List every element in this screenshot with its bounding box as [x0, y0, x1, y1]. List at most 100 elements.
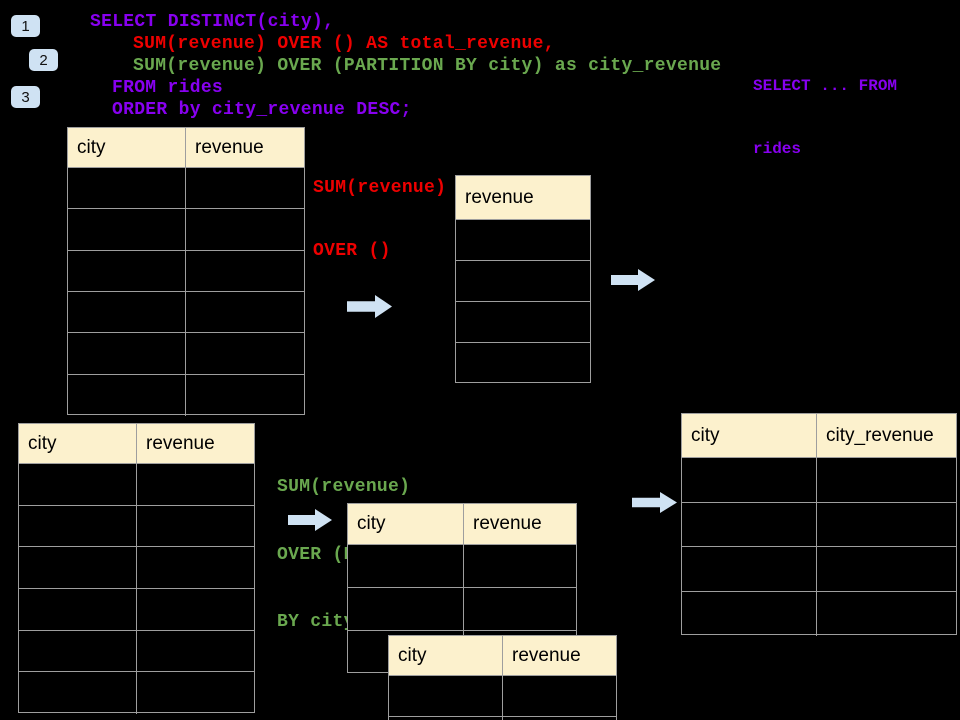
sql-line-order: ORDER by city_revenue DESC; — [112, 100, 412, 120]
table-cell — [503, 676, 616, 716]
table-cell — [817, 458, 956, 502]
side-note-line: SELECT ... FROM — [753, 77, 898, 95]
table-cell — [186, 292, 304, 332]
table-cell — [186, 251, 304, 291]
sql-line-from: FROM rides — [112, 78, 224, 98]
table-cell — [19, 588, 137, 630]
table-cell — [68, 333, 186, 374]
column-header-city-revenue: city_revenue — [826, 424, 934, 446]
column-header-city: city — [68, 128, 186, 167]
annotation-total-revenue: SUM(revenue) OVER () — [313, 136, 446, 304]
table-cell — [389, 717, 503, 720]
column-header-revenue: revenue — [195, 136, 264, 158]
arrow-right-icon — [288, 509, 332, 531]
table-header-row: revenue — [456, 176, 590, 220]
table-cell — [137, 672, 254, 714]
table-row — [19, 505, 254, 548]
table-cell — [68, 374, 186, 416]
table-cell — [19, 464, 137, 505]
annotation-line: SUM(revenue) — [313, 178, 447, 198]
table-row — [389, 676, 616, 717]
annotation-line: OVER () — [313, 241, 391, 261]
table-cell — [456, 261, 590, 301]
column-header-revenue: revenue — [465, 186, 534, 208]
table-row — [68, 168, 304, 210]
table-cell — [186, 209, 304, 249]
table-cell — [348, 545, 464, 587]
table-cell — [68, 168, 186, 209]
arrow-right-icon — [611, 269, 655, 291]
table-cell — [137, 464, 254, 505]
arrow-right-icon — [347, 295, 392, 318]
table-cell — [682, 502, 817, 546]
table-row — [456, 343, 590, 384]
table-cell — [68, 209, 186, 250]
sql-line-total: SUM(revenue) OVER () AS total_revenue, — [133, 34, 555, 54]
table-row — [682, 591, 956, 637]
table-source-top: city revenue — [67, 127, 305, 416]
table-cell — [68, 250, 186, 291]
table-cell — [456, 302, 590, 342]
table-row — [19, 630, 254, 673]
sql-line-select: SELECT DISTINCT(city), — [90, 12, 335, 32]
table-row — [348, 588, 576, 631]
side-note: SELECT ... FROM rides — [753, 34, 897, 202]
table-cell — [817, 503, 956, 547]
table-row — [389, 717, 616, 720]
table-cell — [348, 588, 464, 630]
table-row — [68, 250, 304, 292]
table-cell — [19, 630, 137, 672]
table-row — [68, 209, 304, 251]
table-cell — [682, 547, 817, 591]
table-cell — [817, 547, 956, 591]
table-cell — [19, 547, 137, 588]
table-cell — [464, 588, 576, 630]
table-cell — [682, 458, 817, 502]
table-row — [19, 588, 254, 631]
step-badge-3: 3 — [11, 86, 40, 108]
table-cell — [817, 592, 956, 637]
table-cell — [137, 589, 254, 630]
column-header-revenue: revenue — [473, 513, 542, 534]
table-cell — [137, 506, 254, 547]
table-total-result: revenue — [455, 175, 591, 383]
table-row — [68, 374, 304, 416]
table-source-bottom: city revenue — [18, 423, 255, 714]
table-cell — [186, 168, 304, 208]
table-cell — [19, 672, 137, 714]
table-header-row: city revenue — [68, 128, 304, 168]
table-row — [682, 547, 956, 592]
table-cell — [682, 591, 817, 636]
table-row — [682, 458, 956, 503]
table-row — [348, 545, 576, 588]
table-header-row: city revenue — [348, 504, 576, 545]
table-cell — [137, 547, 254, 588]
table-cell — [389, 676, 503, 716]
step-badge-2: 2 — [29, 49, 58, 71]
table-cell — [186, 375, 304, 416]
side-note-line: rides — [753, 140, 802, 158]
table-row — [19, 464, 254, 506]
table-row — [456, 261, 590, 302]
table-row — [68, 291, 304, 334]
table-row — [19, 547, 254, 589]
table-cell — [464, 545, 576, 587]
table-row — [682, 502, 956, 547]
table-row — [456, 302, 590, 343]
column-header-city: city — [19, 424, 137, 463]
column-header-city: city — [389, 636, 503, 675]
table-cell — [456, 343, 590, 384]
table-header-row: city revenue — [19, 424, 254, 464]
arrow-right-icon — [632, 492, 677, 513]
column-header-revenue: revenue — [146, 432, 215, 454]
step-badge-1: 1 — [11, 15, 40, 37]
column-header-revenue: revenue — [512, 644, 581, 666]
annotation-line: SUM(revenue) — [277, 477, 411, 497]
table-cell — [456, 220, 590, 260]
table-final-result: city city_revenue — [681, 413, 957, 637]
table-cell — [19, 505, 137, 547]
sql-line-partition: SUM(revenue) OVER (PARTITION BY city) as… — [133, 56, 722, 76]
table-cell — [137, 631, 254, 672]
table-row — [68, 333, 304, 375]
